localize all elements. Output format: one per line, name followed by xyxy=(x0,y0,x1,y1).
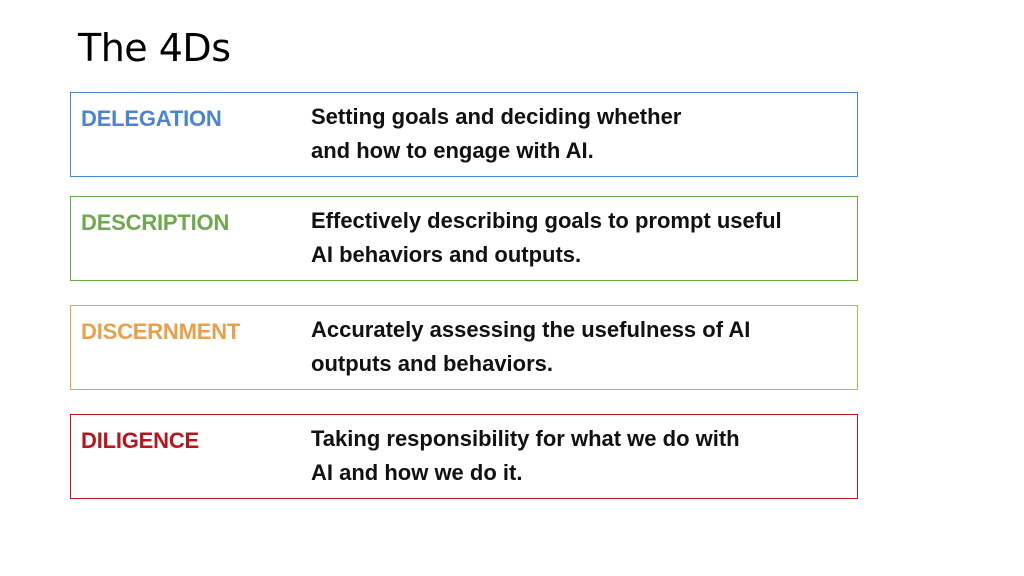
card-description-diligence: Taking responsibility for what we do wit… xyxy=(311,422,851,490)
card-description-line: Taking responsibility for what we do wit… xyxy=(311,426,740,451)
card-description: DESCRIPTION Effectively describing goals… xyxy=(70,196,858,281)
card-description-line: AI behaviors and outputs. xyxy=(311,242,582,267)
card-description-line: Accurately assessing the usefulness of A… xyxy=(311,317,751,342)
card-term-description: DESCRIPTION xyxy=(81,210,230,235)
card-description-line: Setting goals and deciding whether xyxy=(311,104,682,129)
card-description-line: outputs and behaviors. xyxy=(311,351,554,376)
card-description-line: Effectively describing goals to prompt u… xyxy=(311,208,782,233)
card-delegation: DELEGATION Setting goals and deciding wh… xyxy=(70,92,858,177)
card-term-diligence: DILIGENCE xyxy=(81,428,199,453)
card-discernment: DISCERNMENT Accurately assessing the use… xyxy=(70,305,858,390)
card-description-delegation: Setting goals and deciding whether and h… xyxy=(311,100,851,168)
card-description-line: and how to engage with AI. xyxy=(311,138,594,163)
card-diligence: DILIGENCE Taking responsibility for what… xyxy=(70,414,858,499)
card-term-discernment: DISCERNMENT xyxy=(81,319,241,344)
card-description-line: AI and how we do it. xyxy=(311,460,523,485)
card-description-discernment: Accurately assessing the usefulness of A… xyxy=(311,313,851,381)
card-description-description: Effectively describing goals to prompt u… xyxy=(311,204,851,272)
card-term-delegation: DELEGATION xyxy=(81,106,222,131)
slide-title: The 4Ds xyxy=(78,26,231,70)
